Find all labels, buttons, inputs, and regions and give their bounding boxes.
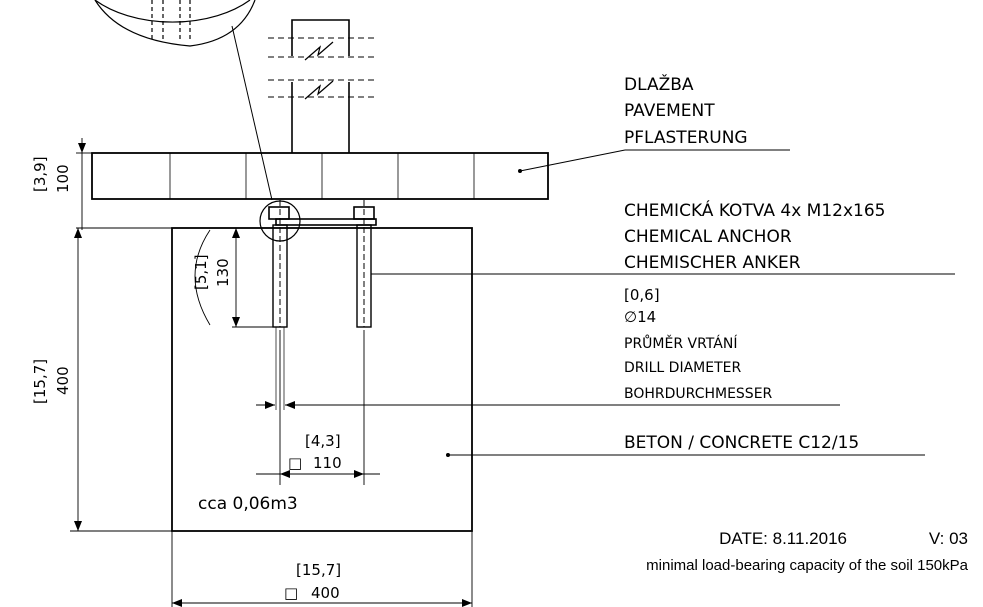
anchor-label-cz: CHEMICKÁ KOTVA 4x M12x165 — [624, 199, 885, 221]
drawing-version: V: 03 — [929, 529, 968, 548]
leader-lines — [371, 149, 955, 456]
pavement-label-de: PFLASTERUNG — [624, 128, 748, 148]
anchor-spacing-mm: 110 — [313, 454, 342, 472]
foundation-width-symbol: □ — [284, 584, 298, 602]
concrete-label: BETON / CONCRETE C12/15 — [624, 433, 859, 453]
anchor-label-en: CHEMICAL ANCHOR — [624, 227, 792, 247]
pavement-label-en: PAVEMENT — [624, 101, 715, 121]
anchor-spacing-inch: [4,3] — [305, 432, 341, 450]
drill-diameter: ∅14 — [624, 308, 656, 326]
anchor-label-de: CHEMISCHER ANKER — [624, 253, 801, 273]
drill-inch: [0,6] — [624, 286, 660, 304]
foundation — [171, 227, 473, 532]
volume-label: cca 0,06m3 — [198, 494, 298, 514]
drill-label-cz: PRŮMĚR VRTÁNÍ — [624, 334, 737, 352]
leader-dots — [446, 169, 522, 457]
pavement-height-inch: [3,9] — [31, 156, 49, 192]
anchors — [272, 200, 372, 410]
drill-label-en: DRILL DIAMETER — [624, 360, 741, 376]
base-plate — [259, 200, 377, 242]
arrowheads — [74, 143, 472, 607]
drawing-date: DATE: 8.11.2016 — [719, 529, 847, 548]
foundation-height-inch: [15,7] — [31, 359, 49, 404]
drill-label-de: BOHRDURCHMESSER — [624, 386, 773, 402]
anchor-spacing-symbol: □ — [288, 454, 302, 472]
pavement-height-mm: 100 — [54, 164, 72, 193]
foundation-height-mm: 400 — [54, 366, 72, 395]
pavement-slab — [91, 152, 549, 200]
foundation-width-mm: 400 — [311, 584, 340, 602]
soil-capacity-note: minimal load-bearing capacity of the soi… — [646, 557, 968, 574]
anchor-depth-mm: 130 — [214, 258, 232, 287]
anchor-depth-inch: [5,1] — [192, 254, 210, 290]
pavement-label-cz: DLAŽBA — [624, 73, 694, 95]
foundation-width-inch: [15,7] — [296, 561, 341, 579]
post — [268, 19, 377, 153]
detail-circle — [94, 0, 273, 201]
